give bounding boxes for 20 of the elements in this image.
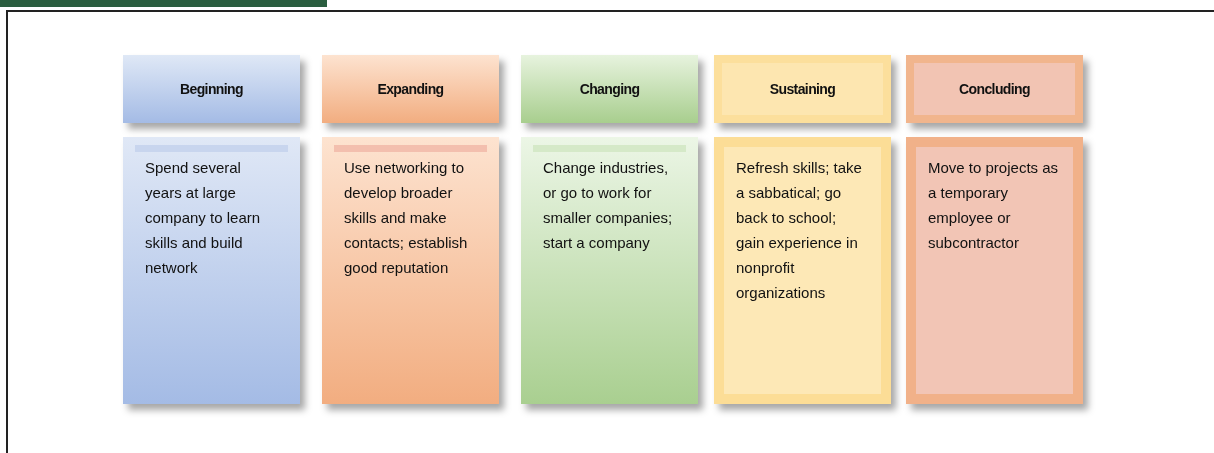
stage-description: Move to projects as a temporary employee or subcontractor <box>928 158 1059 253</box>
stage-card <box>906 137 1083 404</box>
stage-card <box>714 137 891 404</box>
stage-header <box>906 55 1083 123</box>
stage-card <box>123 137 300 404</box>
stage-header <box>521 55 698 123</box>
stage-description: Refresh skills; take a sabbatical; go back to school; gain experience in nonprofit organizations <box>736 158 863 303</box>
stage-header <box>123 55 300 123</box>
stage-header <box>714 55 891 123</box>
stage-title: Concluding <box>959 81 1030 97</box>
stage-description: Spend several years at large company to learn skills and build network <box>145 158 262 278</box>
stage-header <box>322 55 499 123</box>
stage-card <box>322 137 499 404</box>
stage-title: Expanding <box>377 81 444 97</box>
stage-card <box>521 137 698 404</box>
stage-title: Sustaining <box>769 81 836 97</box>
stage-title: Beginning <box>179 81 243 97</box>
stage-description: Change industries, or go to work for smaller companies; start a company <box>543 158 674 253</box>
stage-description: Use networking to develop broader skills and make contacts; establish good reputation <box>344 158 469 278</box>
stage-title: Changing <box>579 81 640 97</box>
